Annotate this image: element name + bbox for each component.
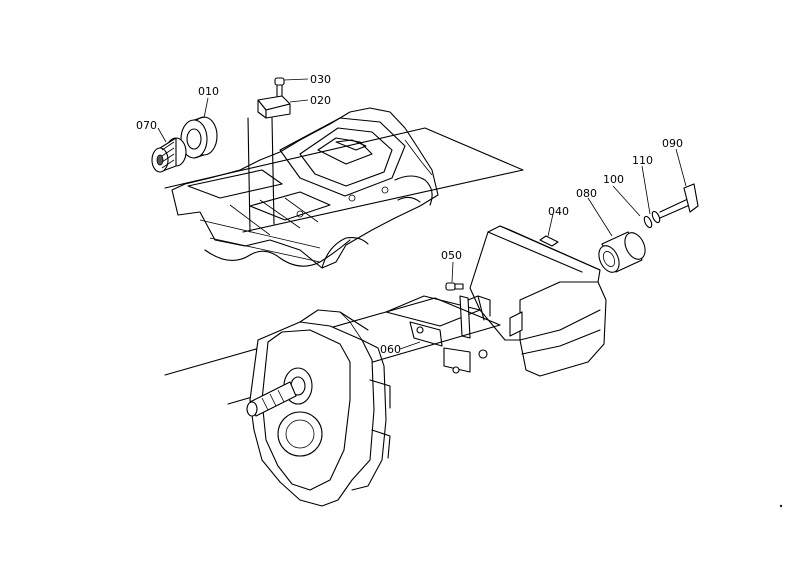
gear-070-icon [151, 137, 187, 173]
label-030: 030 [310, 73, 331, 86]
bearing-010-icon [180, 116, 218, 159]
label-020: 020 [310, 94, 331, 107]
cover-040-icon [469, 225, 607, 377]
label-070: 070 [136, 119, 157, 132]
label-080: 080 [576, 187, 597, 200]
bolt-030-icon [274, 77, 285, 102]
label-090: 090 [662, 137, 683, 150]
label-040: 040 [548, 205, 569, 218]
washer-110-icon [643, 215, 653, 229]
gear-case-assembly [164, 297, 501, 507]
label-060: 060 [380, 343, 401, 356]
label-110: 110 [632, 154, 653, 167]
label-100: 100 [603, 173, 624, 186]
label-010: 010 [198, 85, 219, 98]
part-labels: 030 020 010 070 040 080 100 110 090 050 … [136, 73, 683, 356]
label-050: 050 [441, 249, 462, 262]
leader-lines [157, 78, 687, 350]
engine-frame-assembly [164, 107, 524, 269]
wing-bolt-090-icon [659, 183, 699, 219]
bolt-050-icon [445, 282, 464, 291]
sleeve-080-icon [598, 231, 646, 273]
stray-mark [779, 504, 783, 508]
mounting-bracket-icon [385, 295, 488, 374]
washer-100-icon [651, 210, 661, 224]
bracket-020-icon [257, 95, 291, 119]
